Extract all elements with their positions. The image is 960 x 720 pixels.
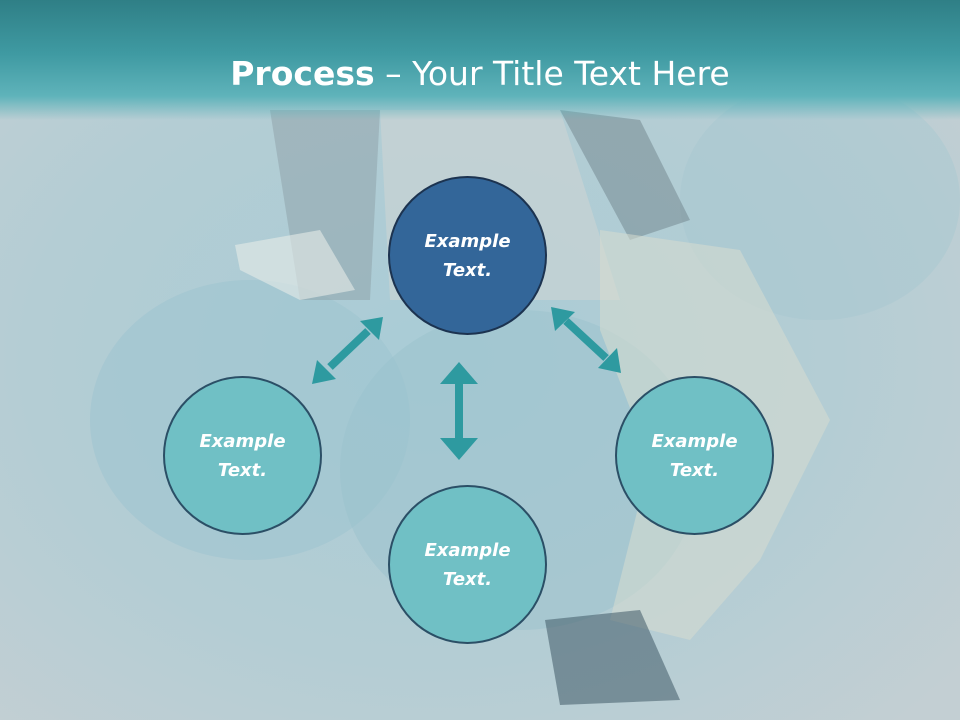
node-top-text: Example Text.: [424, 230, 511, 281]
node-bottom[interactable]: Example Text.: [388, 485, 547, 644]
node-bottom-text: Example Text.: [424, 539, 511, 590]
title-rest: – Your Title Text Here: [374, 54, 730, 93]
title-bar: [0, 0, 960, 120]
node-left-text: Example Text.: [199, 430, 286, 481]
title-bold: Process: [230, 54, 375, 93]
arrow-top-left: [312, 317, 383, 384]
arrow-top-right: [551, 307, 621, 373]
node-top[interactable]: Example Text.: [388, 176, 547, 335]
slide-title: Process – Your Title Text Here: [0, 52, 960, 96]
arrow-vertical: [440, 362, 478, 460]
node-right[interactable]: Example Text.: [615, 376, 774, 535]
node-left[interactable]: Example Text.: [163, 376, 322, 535]
node-right-text: Example Text.: [651, 430, 738, 481]
